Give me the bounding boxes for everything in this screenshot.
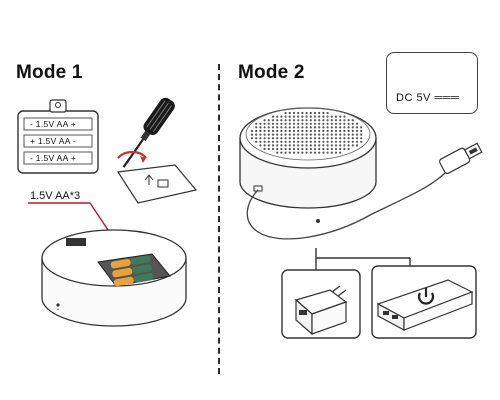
pixel-speaker <box>239 107 377 223</box>
battery-cover <box>116 164 198 204</box>
mode2-title: Mode 2 <box>238 62 305 83</box>
section-divider <box>218 64 220 374</box>
base-unit: ⚬ <box>41 229 187 327</box>
battery-slot-label: - 1.5V AA + <box>30 119 77 129</box>
mode1-title: Mode 1 <box>16 62 83 83</box>
power-spec-text: DC 5V ═══ <box>396 92 460 104</box>
usb-plug-icon <box>439 142 483 174</box>
connector-bracket <box>315 248 411 270</box>
screwdriver-icon <box>117 97 175 168</box>
power-spec-box <box>386 52 478 114</box>
battery-holder-icon <box>17 99 99 174</box>
led-dot-grid <box>250 111 363 154</box>
power-bank-icon <box>371 265 477 339</box>
battery-slot-label: + 1.5V AA - <box>30 136 77 146</box>
wall-adapter-icon <box>281 269 361 339</box>
battery-slot-label: - 1.5V AA + <box>30 153 77 163</box>
svg-text:⚬: ⚬ <box>56 307 59 312</box>
usb-cable <box>246 171 447 240</box>
battery-callout-label: 1.5V AA*3 <box>30 190 81 202</box>
